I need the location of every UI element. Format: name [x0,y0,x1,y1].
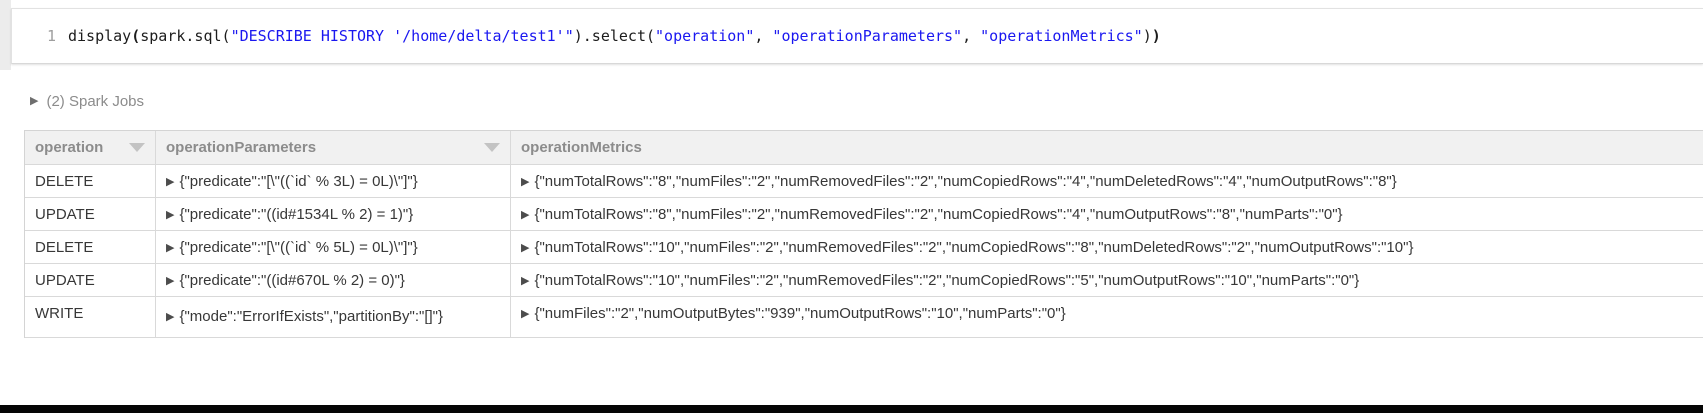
code-token-string: "operationMetrics" [980,27,1143,45]
code-token: spark.sql( [140,27,231,45]
params-json: {"mode":"ErrorIfExists","partitionBy":"[… [179,308,443,325]
code-token: ).select( [573,27,656,45]
cell-gutter-strip [0,0,11,70]
expand-caret-icon[interactable]: ▶ [166,209,175,221]
table-row: WRITE ▶ {"mode":"ErrorIfExists","partitio… [25,297,1703,338]
params-json: {"predicate":"[\"((`id` % 3L) = 0L)\"]"} [179,173,418,190]
metrics-cell[interactable]: ▶ {"numTotalRows":"10","numFiles":"2","nu… [511,231,1703,263]
code-token: ) [1151,27,1161,45]
params-cell[interactable]: ▶ {"predicate":"[\"((`id` % 5L) = 0L)\"]"… [156,231,511,263]
column-header-label: operationMetrics [521,139,642,156]
column-header-operationMetrics[interactable]: operationMetrics [511,131,1703,164]
table-row: UPDATE ▶ {"predicate":"((id#1534L % 2) = … [25,198,1703,231]
table-row: UPDATE ▶ {"predicate":"((id#670L % 2) = 0… [25,264,1703,297]
metrics-json: {"numTotalRows":"10","numFiles":"2","num… [534,239,1414,256]
code-token: ) [1142,27,1152,45]
operation-cell: DELETE [25,165,156,197]
table-row: DELETE ▶ {"predicate":"[\"((`id` % 3L) = … [25,165,1703,198]
operation-cell: WRITE [25,297,156,337]
code-token: display [68,27,132,45]
expand-caret-icon[interactable]: ▶ [521,308,530,320]
metrics-json: {"numFiles":"2","numOutputBytes":"939","… [534,305,1066,322]
metrics-cell[interactable]: ▶ {"numTotalRows":"8","numFiles":"2","num… [511,165,1703,197]
metrics-cell[interactable]: ▶ {"numFiles":"2","numOutputBytes":"939",… [511,297,1703,337]
expand-caret-icon[interactable]: ▶ [166,275,175,287]
params-cell[interactable]: ▶ {"predicate":"[\"((`id` % 3L) = 0L)\"]"… [156,165,511,197]
code-line[interactable]: display(spark.sql("DESCRIBE HISTORY '/ho… [68,27,1161,45]
sort-triangle-icon[interactable] [129,143,145,152]
expand-caret-icon[interactable]: ▶ [521,242,530,254]
code-token-string: "operationParameters" [772,27,963,45]
code-cell[interactable]: 1 display(spark.sql("DESCRIBE HISTORY '/… [11,8,1703,64]
metrics-json: {"numTotalRows":"8","numFiles":"2","numR… [534,173,1397,190]
operation-cell: UPDATE [25,198,156,230]
code-token: , [962,27,981,45]
expand-caret-icon[interactable]: ▶ [166,176,175,188]
column-header-label: operation [35,139,104,156]
metrics-cell[interactable]: ▶ {"numTotalRows":"10","numFiles":"2","nu… [511,264,1703,296]
code-token: ( [131,27,141,45]
expand-caret-icon[interactable]: ▶ [521,275,530,287]
expand-caret-icon[interactable]: ▶ [521,209,530,221]
operation-cell: DELETE [25,231,156,263]
code-token-string: "operation" [655,27,755,45]
bottom-bar [0,405,1703,413]
spark-jobs-toggle[interactable]: ▶ (2) Spark Jobs [30,93,144,110]
expand-caret-icon[interactable]: ▶ [166,311,175,323]
metrics-json: {"numTotalRows":"10","numFiles":"2","num… [534,272,1360,289]
line-number: 1 [46,27,56,45]
results-table: operation operationParameters operationM… [24,130,1703,338]
params-json: {"predicate":"[\"((`id` % 5L) = 0L)\"]"} [179,239,418,256]
expand-caret-icon[interactable]: ▶ [166,242,175,254]
params-json: {"predicate":"((id#1534L % 2) = 1)"} [179,206,414,223]
metrics-cell[interactable]: ▶ {"numTotalRows":"8","numFiles":"2","num… [511,198,1703,230]
params-json: {"predicate":"((id#670L % 2) = 0)"} [179,272,405,289]
params-cell[interactable]: ▶ {"predicate":"((id#1534L % 2) = 1)"} [156,198,511,230]
params-cell[interactable]: ▶ {"mode":"ErrorIfExists","partitionBy":"… [156,297,511,337]
expand-caret-icon[interactable]: ▶ [521,176,530,188]
column-header-operationParameters[interactable]: operationParameters [156,131,511,164]
operation-cell: UPDATE [25,264,156,296]
code-token: , [754,27,773,45]
caret-right-icon: ▶ [30,95,39,107]
spark-jobs-label: (2) Spark Jobs [46,93,145,110]
column-header-operation[interactable]: operation [25,131,156,164]
params-cell[interactable]: ▶ {"predicate":"((id#670L % 2) = 0)"} [156,264,511,296]
table-header-row: operation operationParameters operationM… [25,131,1703,165]
sort-triangle-icon[interactable] [484,143,500,152]
column-header-label: operationParameters [166,139,317,156]
code-token-string: "DESCRIBE HISTORY '/home/delta/test1'" [230,27,574,45]
metrics-json: {"numTotalRows":"8","numFiles":"2","numR… [534,206,1343,223]
table-row: DELETE ▶ {"predicate":"[\"((`id` % 5L) = … [25,231,1703,264]
